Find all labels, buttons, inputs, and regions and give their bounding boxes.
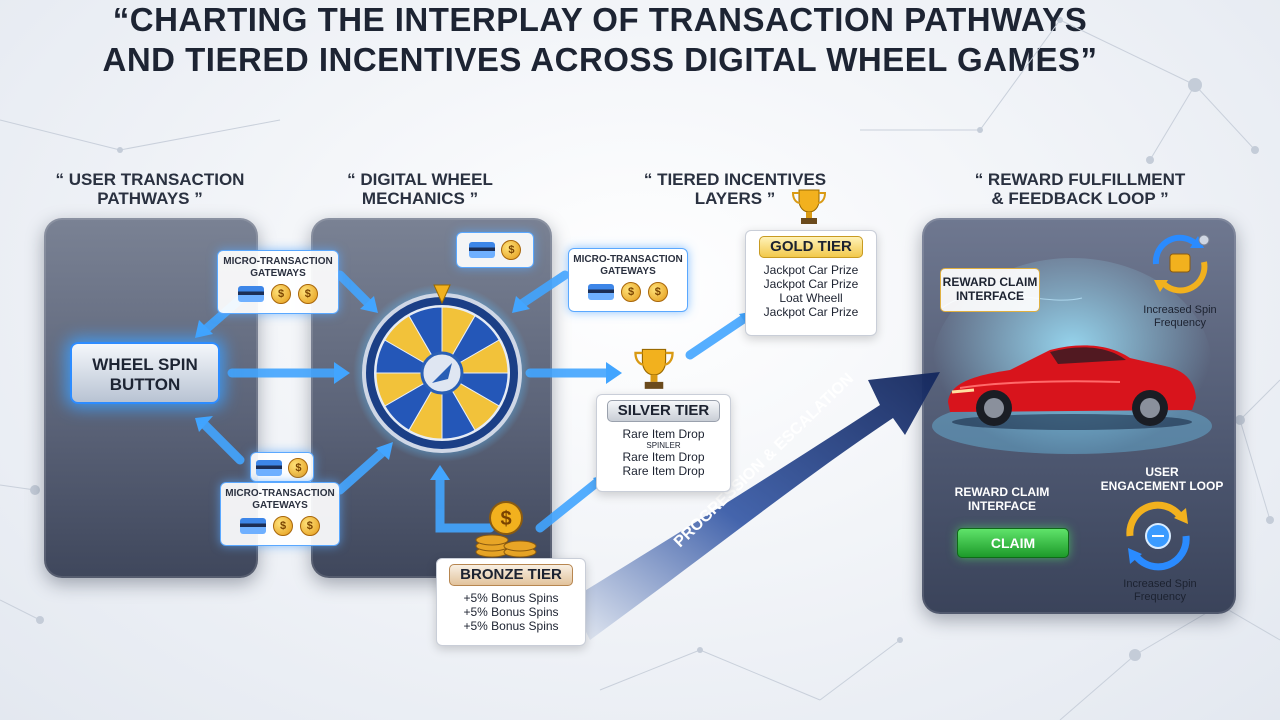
gateway-label-line-1: MICRO-TRANSACTION	[225, 488, 335, 499]
gold-tier-item: Jackpot Car Prize	[763, 263, 859, 277]
gateway-label-line-1: MICRO-TRANSACTION	[223, 256, 333, 267]
progression-arrow	[570, 372, 940, 640]
heading-line-2: & FEEDBACK LOOP ”	[991, 189, 1169, 208]
credit-card-icon	[240, 518, 267, 534]
reward-claim-interface-bottom: REWARD CLAIM INTERFACE	[948, 480, 1056, 518]
credit-card-icon	[588, 284, 615, 300]
arrow-silver-to-gold	[685, 313, 750, 360]
wheel-icon[interactable]	[352, 283, 532, 463]
gold-tier-item: Jackpot Car Prize	[763, 277, 859, 291]
svg-text:$: $	[500, 508, 511, 530]
arrow-bronze-to-silver	[535, 475, 605, 533]
column-heading-incentives: “ TIERED INCENTIVES LAYERS ”	[620, 170, 850, 208]
heading-line-2: LAYERS ”	[694, 189, 776, 208]
credit-card-icon	[238, 286, 265, 302]
claim-interface-line-2: INTERFACE	[955, 289, 1024, 303]
gold-tier-item: Loat Wheell	[779, 291, 843, 305]
coin-icon: $	[299, 516, 320, 536]
engagement-loop-heading: USER ENGACEMENT LOOP	[1092, 465, 1232, 493]
arrow-bronze-to-wheel	[435, 470, 495, 533]
silver-tier-item: SPINLER	[646, 441, 681, 450]
title-line-2: AND TIERED INCENTIVES ACROSS DIGITAL WHE…	[102, 41, 1098, 78]
reward-claim-interface-top: REWARD CLAIM INTERFACE	[940, 268, 1040, 312]
silver-tier-title: SILVER TIER	[606, 400, 721, 422]
micro-transaction-gateway-bottom-left[interactable]: MICRO-TRANSACTION GATEWAYS $ $	[220, 482, 340, 546]
cycle-icon	[1152, 234, 1210, 294]
wheel-pointer-icon	[433, 284, 451, 305]
spin-frequency-line-2: Frequency	[1134, 591, 1186, 603]
spin-frequency-label-bottom: Increased Spin Frequency	[1110, 578, 1210, 604]
column-heading-transaction: “ USER TRANSACTION PATHWAYS ”	[30, 170, 270, 208]
gateway-label-line-2: GATEWAYS	[600, 266, 656, 277]
gold-tier-title: GOLD TIER	[759, 236, 863, 258]
car-icon	[948, 345, 1196, 430]
payment-icons-chip-top[interactable]: $	[456, 232, 534, 268]
payment-icons-chip[interactable]: $	[250, 452, 314, 482]
column-heading-mechanics: “ DIGITAL WHEEL MECHANICS ”	[320, 170, 520, 208]
spin-frequency-label-top: Increased Spin Frequency	[1130, 304, 1230, 330]
engagement-line-1: USER	[1145, 465, 1179, 479]
coin-icon: $	[271, 284, 291, 304]
silver-tier-card: SILVER TIER Rare Item Drop SPINLER Rare …	[596, 394, 731, 492]
arrow-spin-gateway-lower	[200, 420, 245, 465]
coin-icon: $	[297, 284, 318, 304]
silver-tier-item: Rare Item Drop	[622, 464, 705, 478]
trophy-icon	[634, 348, 674, 389]
bronze-tier-item: +5% Bonus Spins	[463, 591, 559, 605]
gold-tier-item: Jackpot Car Prize	[763, 305, 859, 319]
silver-tier-item: Rare Item Drop	[622, 427, 705, 441]
spin-frequency-line-2: Frequency	[1154, 317, 1206, 329]
micro-transaction-gateway-top-right[interactable]: MICRO-TRANSACTION GATEWAYS $ $	[568, 248, 688, 312]
coin-stack-icon: $	[475, 501, 537, 558]
bronze-tier-item: +5% Bonus Spins	[463, 605, 559, 619]
spin-button-line-1: WHEEL SPIN	[92, 355, 198, 374]
coin-icon: $	[288, 458, 309, 478]
gateway-label-line-2: GATEWAYS	[252, 500, 308, 511]
title-line-1: “CHARTING THE INTERPLAY OF TRANSACTION P…	[112, 1, 1088, 38]
arrow-right-gateway-to-wheel	[515, 270, 570, 310]
micro-transaction-gateway-top-left[interactable]: MICRO-TRANSACTION GATEWAYS $ $	[217, 250, 339, 314]
bronze-tier-item: +5% Bonus Spins	[463, 619, 559, 633]
spin-frequency-line-1: Increased Spin	[1123, 578, 1197, 590]
coin-icon: $	[647, 282, 668, 302]
gold-tier-card: GOLD TIER Jackpot Car Prize Jackpot Car …	[745, 230, 877, 336]
spin-button-line-2: BUTTON	[109, 375, 181, 394]
trophy-icon	[791, 189, 827, 224]
spin-frequency-line-1: Increased Spin	[1143, 304, 1217, 316]
gateway-label-line-2: GATEWAYS	[250, 268, 306, 279]
arrow-wheel-lower	[335, 445, 390, 495]
arrow-gateway-to-wheel	[335, 270, 375, 310]
engagement-line-2: ENGACEMENT LOOP	[1100, 479, 1224, 493]
coin-icon: $	[273, 516, 293, 536]
coin-icon: $	[501, 240, 522, 260]
column-heading-fulfillment: “ REWARD FULFILLMENT & FEEDBACK LOOP ”	[950, 170, 1210, 208]
heading-line-2: PATHWAYS ”	[97, 189, 203, 208]
claim-interface-line-1: REWARD CLAIM	[942, 275, 1038, 289]
heading-line-1: “ REWARD FULFILLMENT	[974, 170, 1186, 189]
claim-interface-line-2: INTERFACE	[967, 499, 1036, 513]
heading-line-1: “ DIGITAL WHEEL	[347, 170, 493, 189]
page-title: “CHARTING THE INTERPLAY OF TRANSACTION P…	[0, 0, 1200, 80]
wheel-spin-button[interactable]: WHEEL SPIN BUTTON	[70, 342, 220, 404]
gateway-label-line-1: MICRO-TRANSACTION	[573, 254, 683, 265]
bronze-tier-title: BRONZE TIER	[449, 564, 573, 586]
silver-tier-item: Rare Item Drop	[622, 450, 705, 464]
claim-button[interactable]: CLAIM	[957, 528, 1069, 558]
heading-line-1: “ TIERED INCENTIVES	[643, 170, 827, 189]
heading-line-1: “ USER TRANSACTION	[55, 170, 245, 189]
heading-line-2: MECHANICS ”	[361, 189, 479, 208]
cycle-icon	[1126, 501, 1190, 571]
credit-card-icon	[255, 460, 282, 476]
coin-icon: $	[621, 282, 641, 302]
credit-card-icon	[468, 242, 495, 258]
claim-interface-line-1: REWARD CLAIM	[954, 485, 1050, 499]
bronze-tier-card: BRONZE TIER +5% Bonus Spins +5% Bonus Sp…	[436, 558, 586, 646]
